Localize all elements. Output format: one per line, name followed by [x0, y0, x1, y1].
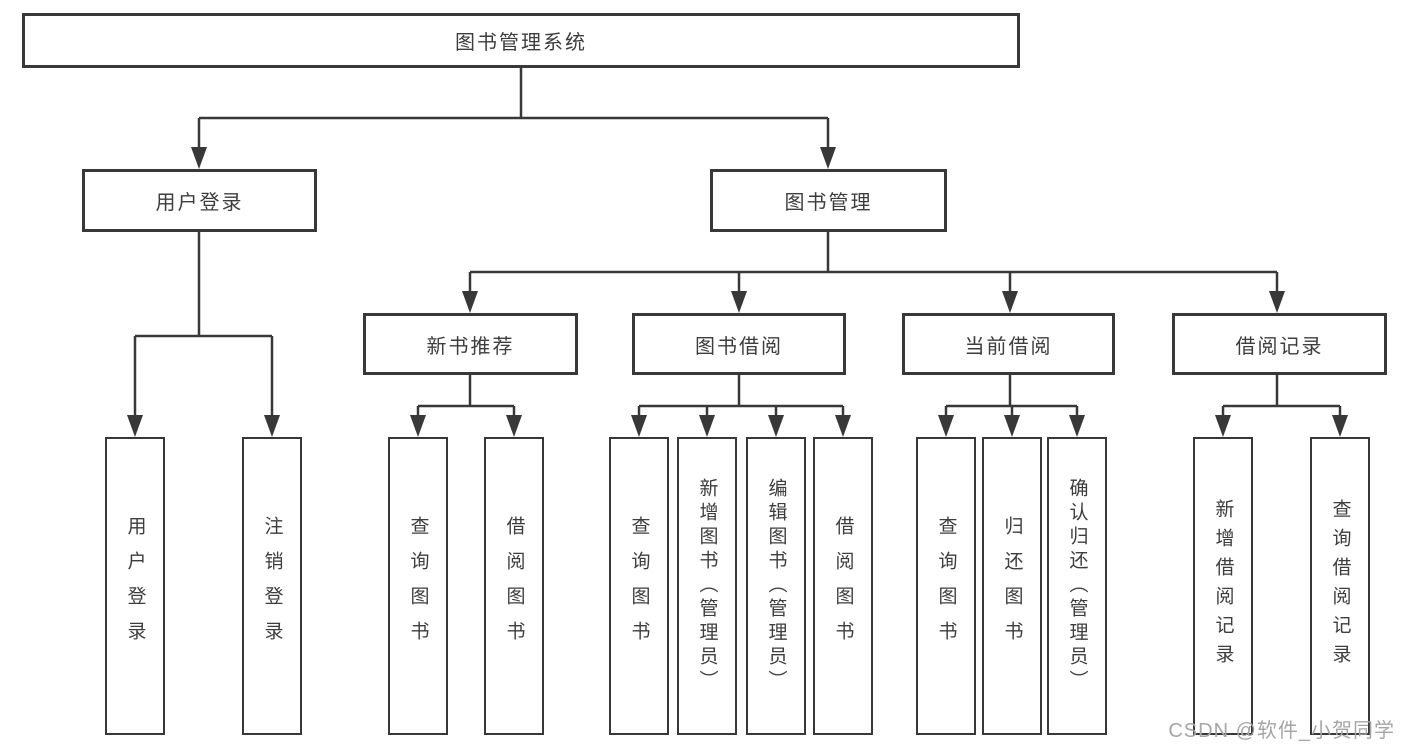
arrowhead [820, 147, 836, 169]
arrowhead [768, 415, 784, 437]
arrowhead [835, 415, 851, 437]
arrowhead [506, 415, 522, 437]
node-label: 查询借阅记录 [1329, 499, 1351, 673]
node-label: 查询图书 [407, 516, 429, 656]
csdn-watermark: CSDN @软件_小贺同学 [1168, 720, 1395, 742]
arrowhead [1069, 415, 1085, 437]
node-library-system: 图书管理系统 [22, 13, 1020, 68]
leaf-edit-books-admin: 编辑图书（管理员） [746, 437, 806, 735]
edge-newbook-to-leaves [416, 375, 516, 418]
edge-userlogin-to-leaves [133, 232, 274, 418]
node-label: 当前借阅 [964, 335, 1053, 358]
arrowhead [631, 415, 647, 437]
node-label: 图书管理系统 [455, 32, 587, 54]
leaf-query-borrow-record: 查询借阅记录 [1310, 437, 1370, 735]
node-label: 图书借阅 [695, 335, 783, 358]
arrowhead [1269, 291, 1285, 313]
node-label: 编辑图书（管理员） [765, 478, 787, 694]
node-label: 用户登录 [124, 516, 146, 656]
leaf-query-books: 查询图书 [916, 437, 976, 735]
node-label: 借阅图书 [832, 516, 854, 656]
node-label: 借阅图书 [503, 516, 525, 656]
node-label: 注销登录 [261, 516, 283, 656]
node-label: 归还图书 [1001, 516, 1023, 656]
node-label: 用户登录 [155, 192, 244, 214]
arrowhead [699, 415, 715, 437]
node-user-login: 用户登录 [82, 169, 317, 232]
edge-currentborrow-to-leaves [944, 375, 1079, 418]
leaf-confirm-return-admin: 确认归还（管理员） [1047, 437, 1107, 735]
arrowhead [1332, 415, 1348, 437]
arrowhead [264, 415, 280, 437]
arrowhead [1215, 415, 1231, 437]
leaf-user-login: 用户登录 [105, 437, 165, 735]
arrowhead [1004, 415, 1020, 437]
arrowhead [191, 147, 207, 169]
leaf-logout: 注销登录 [242, 437, 302, 735]
node-label: 图书管理 [784, 192, 873, 214]
edge-bookmgmt-to-level3 [468, 232, 1279, 294]
leaf-query-books: 查询图书 [609, 437, 669, 735]
node-label: 查询图书 [935, 516, 957, 656]
node-label: 新书推荐 [426, 335, 515, 358]
arrowhead [127, 415, 143, 437]
arrowhead [938, 415, 954, 437]
node-label: 新增图书（管理员） [696, 478, 718, 694]
leaf-borrow-books: 借阅图书 [484, 437, 544, 735]
edge-borrowrecord-to-leaves [1221, 375, 1342, 418]
arrowhead [410, 415, 426, 437]
leaf-borrow-books: 借阅图书 [813, 437, 873, 735]
node-book-management: 图书管理 [710, 169, 947, 232]
node-borrow-records: 借阅记录 [1172, 313, 1387, 375]
node-current-borrow: 当前借阅 [902, 313, 1115, 375]
node-label: 查询图书 [628, 516, 650, 656]
node-label: 借阅记录 [1235, 335, 1324, 358]
leaf-add-borrow-record: 新增借阅记录 [1193, 437, 1253, 735]
node-label: 确认归还（管理员） [1066, 478, 1088, 694]
node-new-book-recommend: 新书推荐 [363, 313, 578, 375]
node-book-borrow: 图书借阅 [632, 313, 846, 375]
leaf-return-books: 归还图书 [982, 437, 1042, 735]
edge-bookborrow-to-leaves [637, 375, 845, 418]
leaf-query-books: 查询图书 [388, 437, 448, 735]
arrowhead [1002, 291, 1018, 313]
arrowhead [462, 291, 478, 313]
edge-root-to-level2 [197, 68, 830, 150]
leaf-add-books-admin: 新增图书（管理员） [677, 437, 737, 735]
node-label: 新增借阅记录 [1212, 499, 1234, 673]
arrowhead [731, 291, 747, 313]
